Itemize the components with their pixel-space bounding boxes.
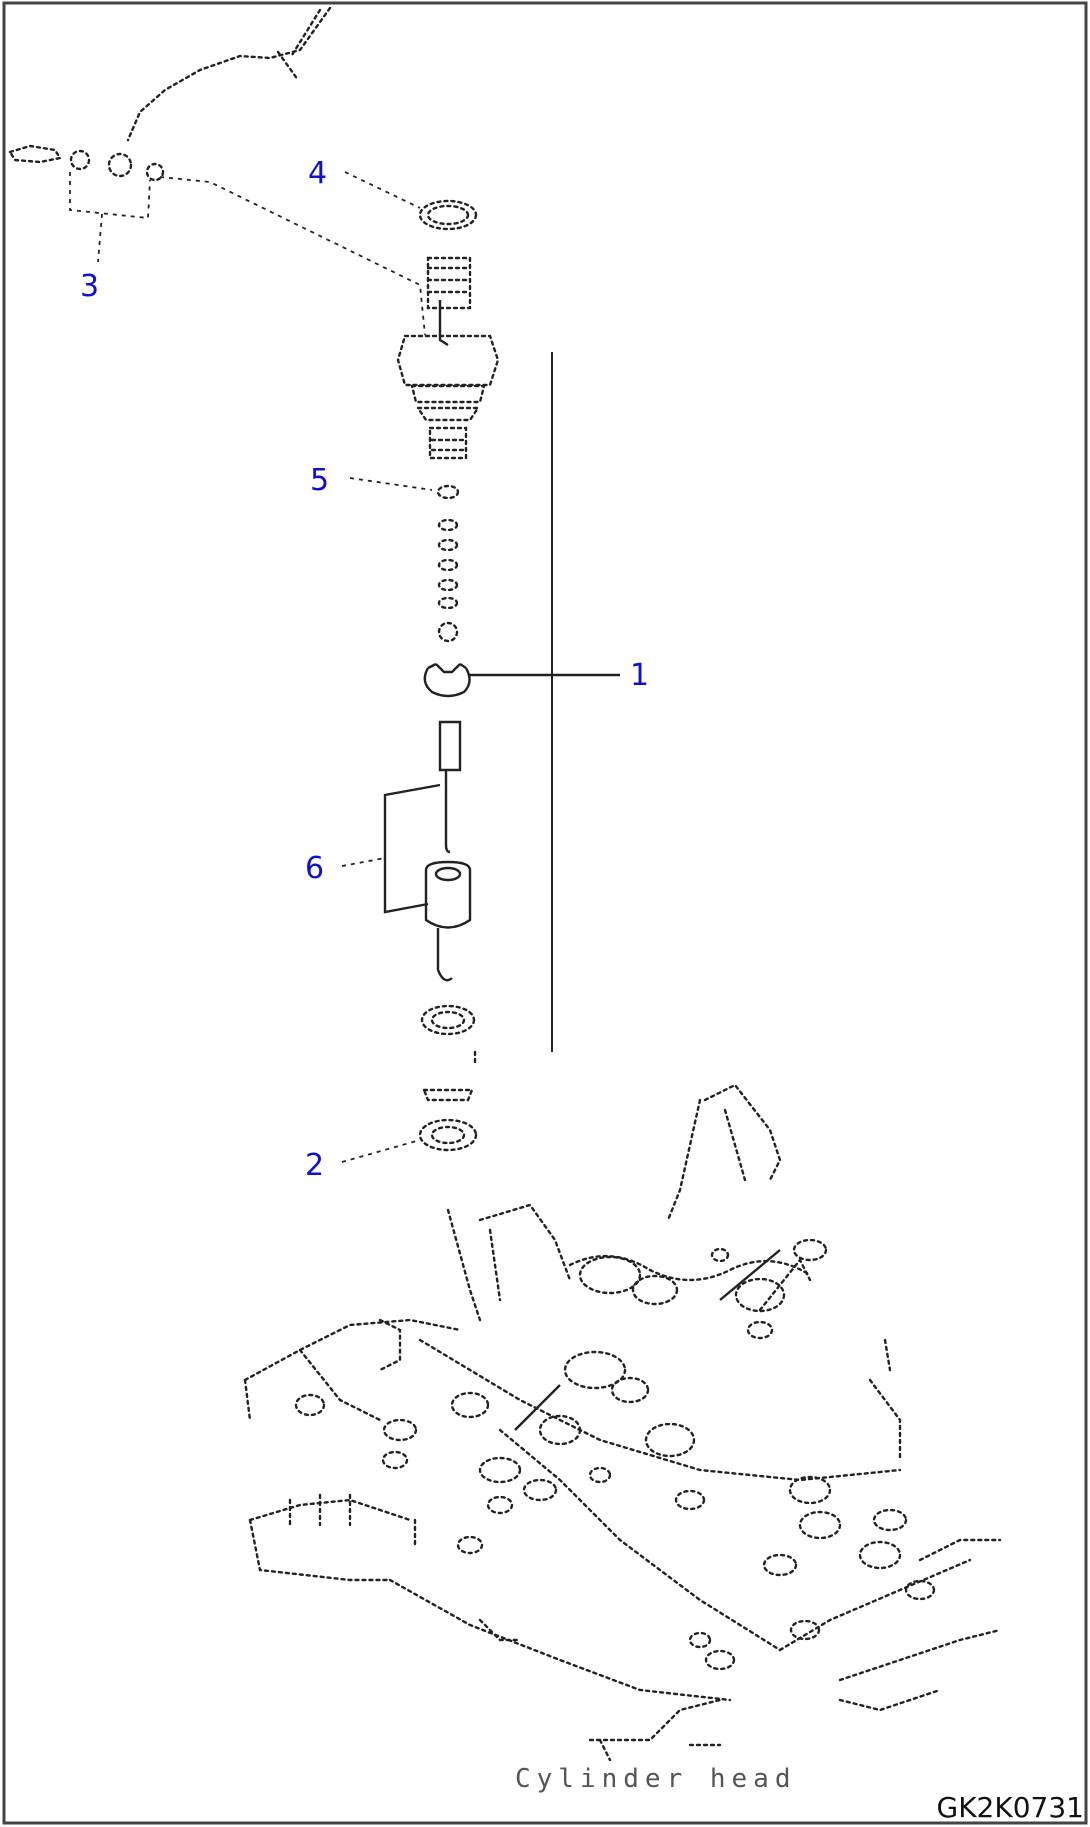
leader-3 xyxy=(97,213,103,263)
callout-6: 6 xyxy=(305,851,324,886)
callout-1: 1 xyxy=(630,658,649,693)
callout-3: 3 xyxy=(80,269,99,304)
fuel-line xyxy=(8,6,332,182)
callout-2: 2 xyxy=(305,1148,324,1183)
callout-5: 5 xyxy=(310,463,329,498)
callout-4: 4 xyxy=(308,156,327,191)
seal-2 xyxy=(418,1118,478,1152)
cylinder-head xyxy=(243,1083,1002,1762)
retainer-1 xyxy=(423,662,471,698)
leader-3b xyxy=(159,176,426,336)
bracket-6 xyxy=(383,783,441,914)
bracket-3 xyxy=(69,172,151,219)
cylinder-head-label: Cylinder head xyxy=(515,1764,797,1794)
injector-holder xyxy=(396,256,500,460)
washer-5 xyxy=(436,484,460,500)
ring-4 xyxy=(418,199,478,231)
leader-6 xyxy=(341,857,386,867)
nozzle-6 xyxy=(424,720,472,982)
leader-4 xyxy=(344,171,421,209)
spring xyxy=(437,518,459,610)
figure-code: GK2K0731 xyxy=(937,1791,1085,1824)
leader-2 xyxy=(341,1139,421,1163)
leader-5 xyxy=(349,477,433,491)
ball xyxy=(437,621,459,643)
nozzle-nut xyxy=(420,1004,477,1102)
